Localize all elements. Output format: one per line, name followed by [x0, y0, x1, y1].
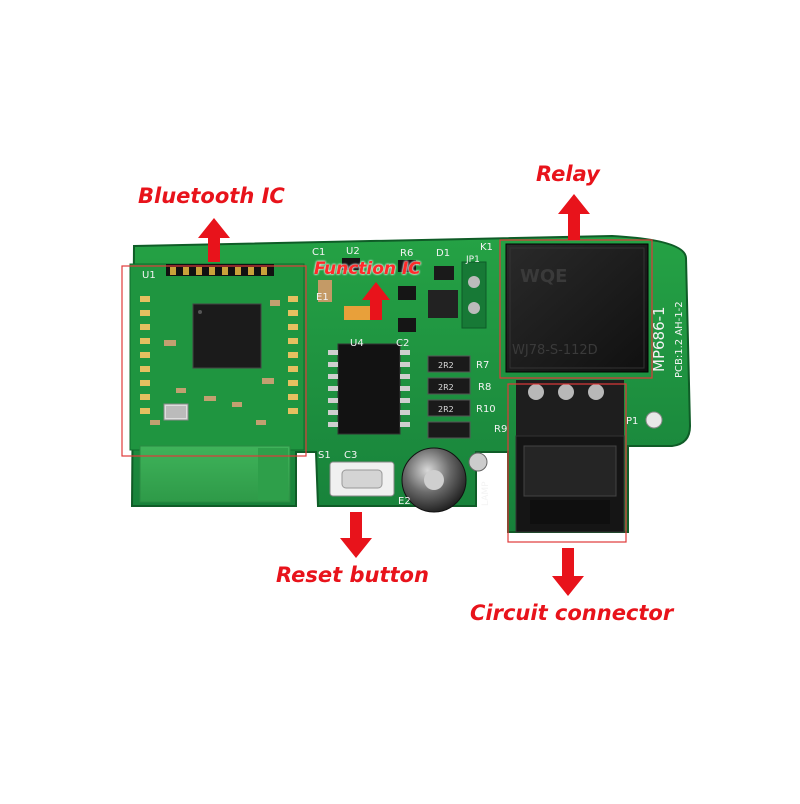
- silkscreen-labels: U1 C1 U2 R6 D1 K1 JP1 E1 U4 C2 R7 R8 R10…: [142, 242, 685, 507]
- label-r6: R6: [400, 248, 413, 259]
- bluetooth-chip: [192, 303, 262, 369]
- arrow-function-ic: [362, 282, 390, 320]
- arrow-reset: [340, 512, 372, 558]
- label-board-rev: PCB:1.2 AH-1-2: [674, 301, 685, 378]
- label-c2: C2: [396, 338, 409, 349]
- label-board-id: MP686-1: [650, 306, 668, 372]
- arrow-relay: [558, 194, 590, 240]
- label-jp1: JP1: [465, 255, 480, 265]
- bt-module-pins: [166, 264, 274, 276]
- arrow-connector: [552, 548, 584, 596]
- label-u4: U4: [350, 338, 364, 349]
- label-lamp: LAMP: [481, 481, 491, 506]
- label-c3: C3: [344, 450, 357, 461]
- label-e1: E1: [316, 292, 329, 303]
- label-e2: E2: [398, 496, 411, 507]
- circuit-connector: [515, 380, 625, 533]
- callout-bluetooth-ic: Bluetooth IC: [138, 184, 285, 208]
- label-r9: R9: [494, 424, 507, 435]
- res-code-1: 2R2: [438, 361, 454, 370]
- label-r8: R8: [478, 382, 491, 393]
- highlight-connector: [507, 383, 627, 543]
- label-c1: C1: [312, 247, 325, 258]
- callout-relay: Relay: [536, 162, 600, 186]
- callout-function-ic: Function IC: [314, 259, 421, 279]
- label-s1: S1: [318, 450, 331, 461]
- electrolytic-capacitor: [401, 447, 488, 513]
- function-ic: [337, 343, 401, 435]
- callout-arrows: [198, 194, 590, 596]
- relay-brand: WQE: [520, 266, 567, 287]
- label-u2: U2: [346, 246, 360, 257]
- callout-reset-button: Reset button: [276, 563, 429, 587]
- highlight-bluetooth: [121, 265, 307, 457]
- label-r10: R10: [476, 404, 496, 415]
- arrow-bluetooth: [198, 218, 230, 262]
- res-code-3: 2R2: [438, 405, 454, 414]
- callout-circuit-connector: Circuit connector: [470, 601, 674, 625]
- relay: WQE WJ78-S-112D: [505, 243, 649, 373]
- label-d1: D1: [436, 248, 450, 259]
- label-p1: P1: [626, 416, 638, 427]
- smd-components: [318, 258, 487, 332]
- label-r7: R7: [476, 360, 489, 371]
- relay-model: WJ78-S-112D: [512, 343, 598, 358]
- resistor-array: 2R2 2R2 2R2: [427, 355, 471, 439]
- reset-button: [329, 461, 395, 497]
- res-code-2: 2R2: [438, 383, 454, 392]
- label-k1: K1: [480, 242, 493, 253]
- label-u1: U1: [142, 270, 156, 281]
